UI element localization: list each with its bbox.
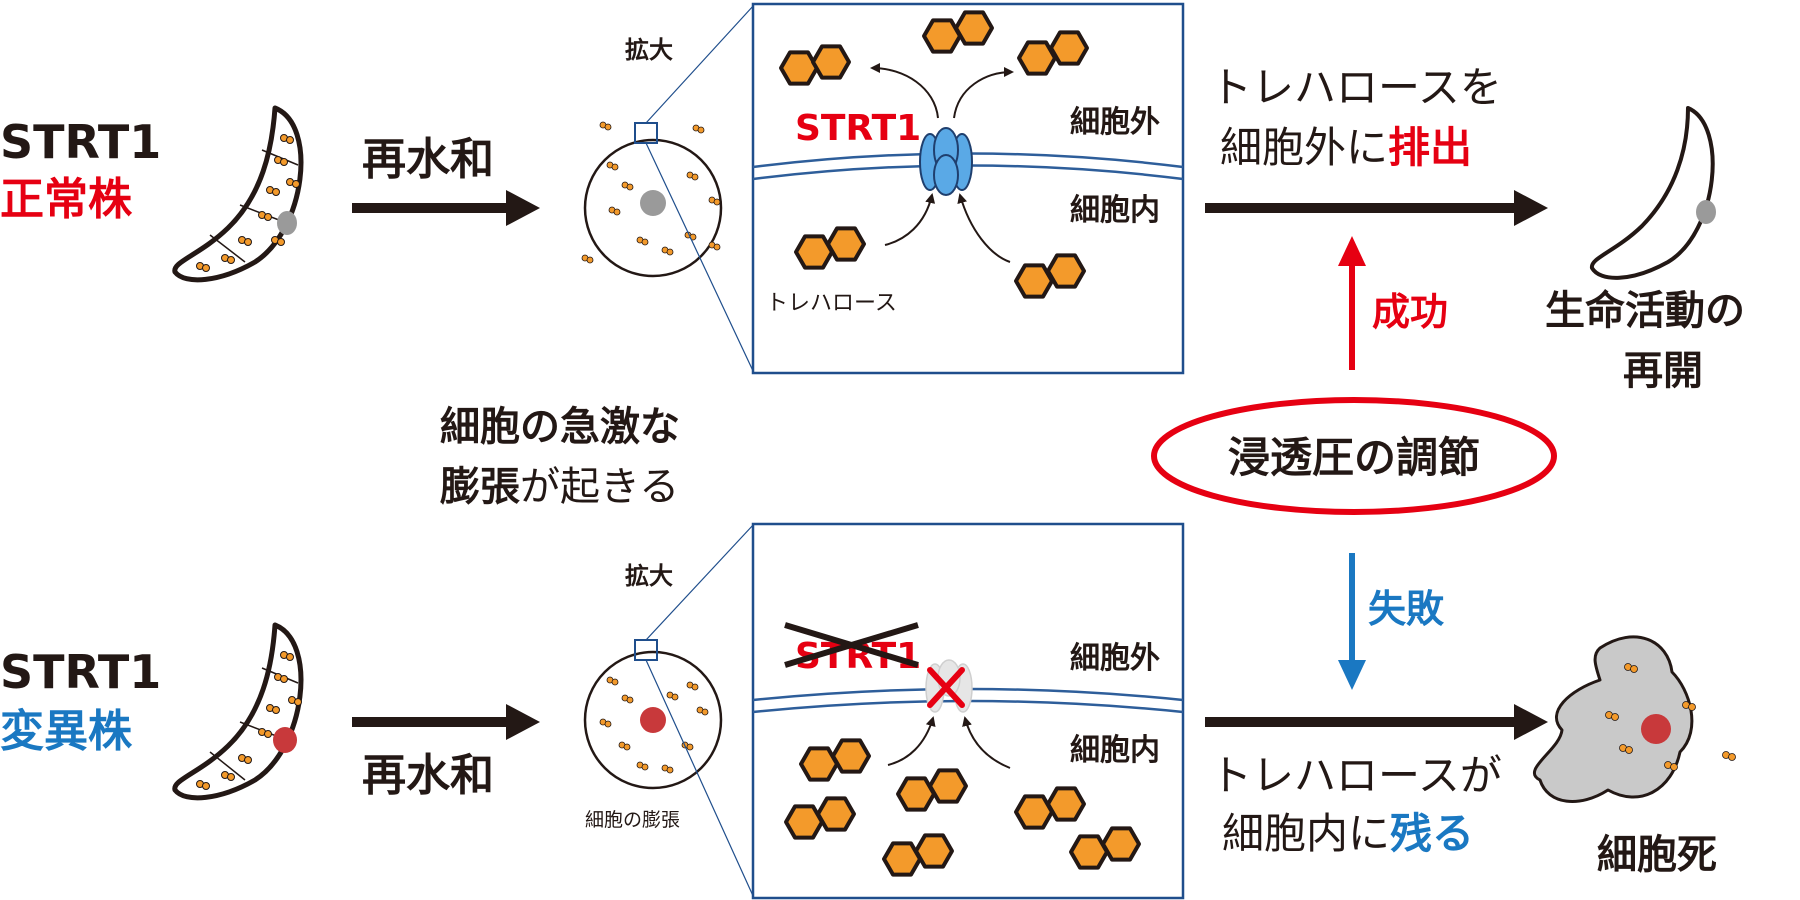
- normal-outcome-line2: 再開: [1623, 348, 1703, 394]
- mutant-strain-type: 変異株: [0, 706, 133, 757]
- mutant-protein-x-mark: [927, 667, 965, 708]
- normal-outside-label: 細胞外: [1070, 105, 1160, 140]
- osmotic-regulation-label: 浸透圧の調節: [1228, 433, 1480, 482]
- normal-strain-type: 正常株: [0, 174, 133, 225]
- mutant-round-nucleus: [640, 707, 666, 733]
- middle-section: 細胞の急激な 膨張が起きる 成功 浸透圧の調節 失敗: [440, 236, 1557, 690]
- normal-strt1-label: STRT1: [795, 108, 921, 149]
- normal-flow-arrows: [870, 63, 1014, 263]
- normal-round-nucleus: [640, 190, 666, 216]
- normal-strain-name: STRT1: [0, 115, 161, 169]
- mutant-strain-name: STRT1: [0, 645, 161, 699]
- normal-result-line2: 細胞外に排出: [1220, 123, 1472, 172]
- trehalose-inside-2: [1014, 253, 1086, 299]
- mutant-strain-row: STRT1 変異株 再水和: [0, 522, 1736, 900]
- normal-trehalose-label: トレハロース: [766, 291, 897, 316]
- mutant-strt1-strike: [784, 622, 919, 668]
- mutant-dead-cell-nucleus: [1641, 714, 1671, 744]
- trehalose-inside-1: [794, 226, 866, 270]
- mutant-result-line1: トレハロースが: [1210, 751, 1502, 800]
- trehalose-outside-2: [922, 10, 994, 54]
- mutant-round-cell: [583, 639, 723, 790]
- mutant-crescent-cell: [172, 622, 304, 801]
- mutant-result-line2: 細胞内に残る: [1222, 809, 1474, 858]
- mutant-rehydration-label: 再水和: [362, 750, 494, 801]
- trehalose-outside-1: [779, 44, 851, 86]
- normal-trehalose-molecules: [779, 10, 1089, 299]
- mutant-crescent-nucleus: [273, 727, 297, 753]
- normal-crescent-nucleus: [277, 211, 297, 235]
- swelling-line1: 細胞の急激な: [440, 404, 680, 450]
- normal-round-cell: [581, 121, 723, 278]
- trehalose-outside-3: [1017, 30, 1089, 76]
- mutant-zoom-label: 拡大: [625, 562, 673, 590]
- normal-resumed-cell: [1590, 106, 1716, 280]
- normal-outcome-line1: 生命活動の: [1545, 288, 1745, 334]
- failure-label: 失敗: [1368, 587, 1445, 631]
- success-label: 成功: [1372, 290, 1448, 334]
- mutant-inside-label: 細胞内: [1070, 733, 1160, 768]
- swelling-line2: 膨張が起きる: [440, 464, 679, 510]
- mutant-dead-cell: [1532, 635, 1736, 803]
- normal-inside-label: 細胞内: [1070, 193, 1160, 228]
- mutant-outcome-label: 細胞死: [1597, 832, 1717, 878]
- normal-strt1-protein: [919, 127, 973, 196]
- normal-zoom-label: 拡大: [625, 36, 673, 64]
- mutant-outside-label: 細胞外: [1070, 641, 1160, 676]
- mutant-flow-arrows: [887, 716, 1011, 769]
- normal-strain-row: STRT1 正常株 再水和: [0, 2, 1745, 394]
- normal-result-line1: トレハロースを: [1210, 63, 1502, 112]
- normal-rehydration-label: 再水和: [362, 134, 494, 185]
- normal-crescent-cell: [172, 105, 304, 283]
- normal-rehydration-arrowhead: [506, 190, 540, 226]
- osmotic-regulation-ellipse: [1151, 397, 1557, 515]
- mutant-cell-caption: 細胞の膨張: [585, 809, 680, 831]
- mutant-trehalose-molecules: [784, 738, 1141, 877]
